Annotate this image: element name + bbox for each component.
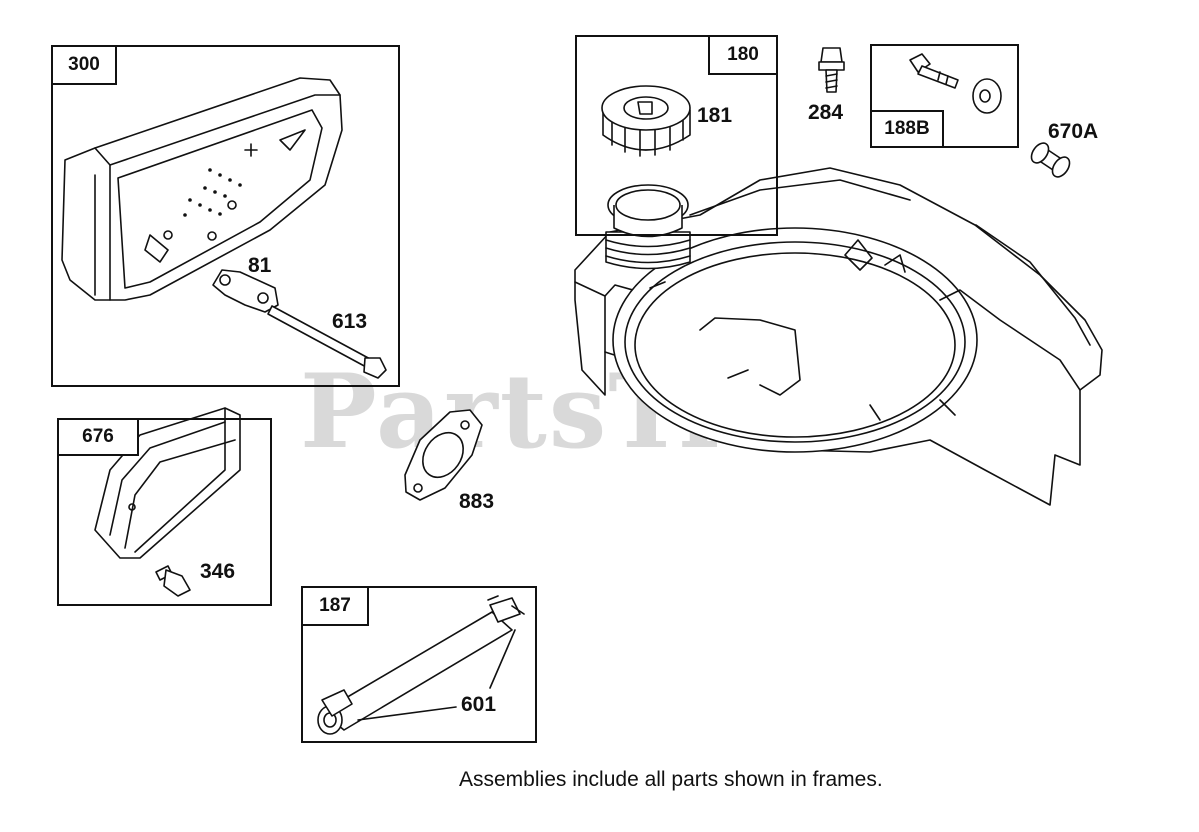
muffler-screw-drawing <box>267 305 387 379</box>
blower-housing-drawing <box>574 167 1103 506</box>
deflector-screw-drawing <box>155 565 191 597</box>
callout-284: 284 <box>808 101 844 124</box>
frame-label-188b: 188B <box>870 110 944 148</box>
muffler-drawing <box>61 77 343 301</box>
gasket-drawing <box>404 409 483 501</box>
frame-label-187: 187 <box>301 586 369 626</box>
frame-fuel-cap-assembly <box>575 35 778 236</box>
frame-label-180: 180 <box>708 35 778 75</box>
callout-601: 601 <box>461 693 497 716</box>
frame-label-300: 300 <box>51 45 117 85</box>
tube-drawing <box>317 595 525 735</box>
fuel-cap-drawing <box>601 85 691 157</box>
callout-883: 883 <box>459 490 495 513</box>
screw-284-drawing <box>818 47 845 93</box>
spacer-drawing <box>1030 142 1071 178</box>
callout-81: 81 <box>248 254 272 277</box>
screw-washer-drawing <box>909 53 1002 114</box>
frame-screw-washer-assembly <box>870 44 1019 148</box>
frame-muffler-assembly <box>51 45 400 387</box>
frame-label-676: 676 <box>57 418 139 456</box>
frame-deflector-assembly <box>57 418 272 606</box>
lock-plate-drawing <box>212 269 279 313</box>
callout-346: 346 <box>200 560 236 583</box>
assemblies-footnote: Assemblies include all parts shown in fr… <box>459 768 883 791</box>
callout-613: 613 <box>332 310 368 333</box>
callout-670a: 670A <box>1048 120 1099 143</box>
frame-tube-assembly <box>301 586 537 743</box>
callout-181: 181 <box>697 104 733 127</box>
